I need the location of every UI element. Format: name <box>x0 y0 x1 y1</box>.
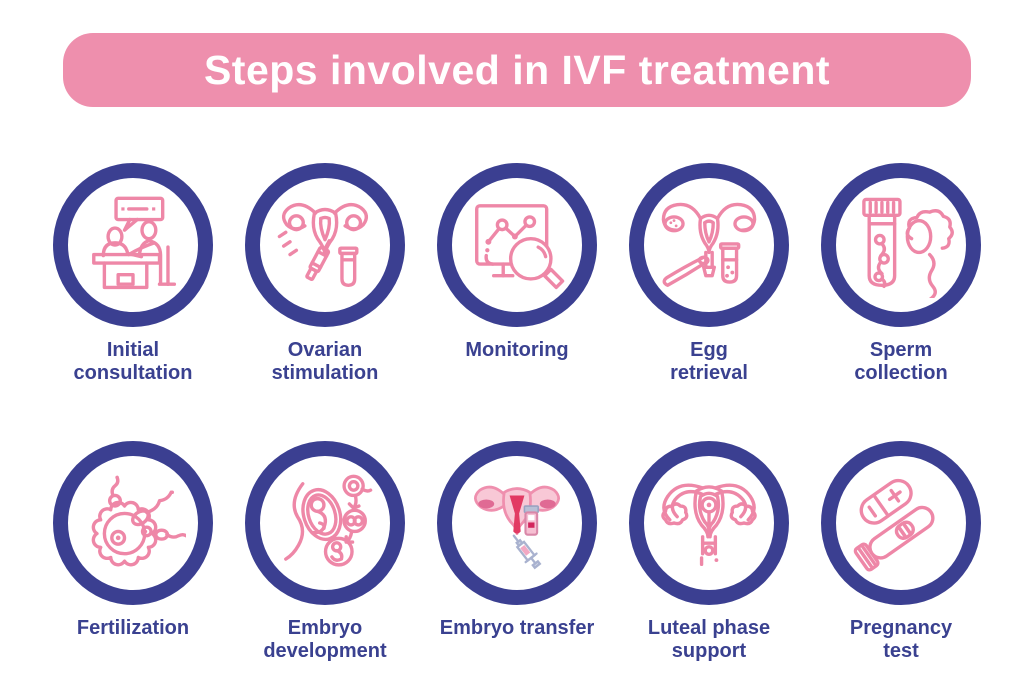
embryo-transfer-icon <box>474 485 560 570</box>
ovarian-stimulation-icon <box>277 202 369 287</box>
step-label: Initial consultation <box>73 339 193 384</box>
step-circle <box>245 441 405 605</box>
step-circle <box>821 441 981 605</box>
step-label: Embryo transfer <box>439 617 595 639</box>
step-egg-retrieval: Egg retrieval <box>613 163 805 385</box>
step-circle <box>245 163 405 327</box>
sperm-collection-icon <box>862 197 954 298</box>
step-label: Embryo development <box>263 617 387 662</box>
steps-row-2: Fertilization <box>0 441 1034 663</box>
step-embryo-development: Embryo development <box>229 441 421 663</box>
step-label: Pregnancy test <box>849 617 953 662</box>
step-luteal-phase-support: Luteal phase support <box>613 441 805 663</box>
fertilization-icon <box>91 475 186 567</box>
step-circle <box>437 441 597 605</box>
step-initial-consultation: Initial consultation <box>37 163 229 385</box>
consultation-icon <box>92 196 177 290</box>
step-label: Luteal phase support <box>647 617 771 662</box>
step-circle <box>53 163 213 327</box>
step-embryo-transfer: Embryo transfer <box>421 441 613 663</box>
step-label: Monitoring <box>465 339 569 361</box>
step-circle <box>629 441 789 605</box>
step-label: Egg retrieval <box>670 339 748 384</box>
step-ovarian-stimulation: Ovarian stimulation <box>229 163 421 385</box>
embryo-development-icon <box>284 474 373 567</box>
step-pregnancy-test: Pregnancy test <box>805 441 997 663</box>
steps-row-1: Initial consultation <box>0 163 1034 385</box>
step-fertilization: Fertilization <box>37 441 229 663</box>
step-label: Sperm collection <box>854 339 948 384</box>
step-label: Fertilization <box>76 617 190 639</box>
title-banner: Steps involved in IVF treatment <box>63 33 971 107</box>
page-title: Steps involved in IVF treatment <box>203 46 831 93</box>
pregnancy-test-icon <box>853 478 935 572</box>
step-sperm-collection: Sperm collection <box>805 163 997 385</box>
egg-retrieval-icon <box>661 202 757 287</box>
step-label: Ovarian stimulation <box>271 339 379 384</box>
step-monitoring: Monitoring <box>421 163 613 385</box>
step-circle <box>437 163 597 327</box>
step-circle <box>53 441 213 605</box>
step-circle <box>629 163 789 327</box>
monitoring-icon <box>475 204 565 290</box>
step-circle <box>821 163 981 327</box>
luteal-phase-support-icon <box>661 483 757 567</box>
